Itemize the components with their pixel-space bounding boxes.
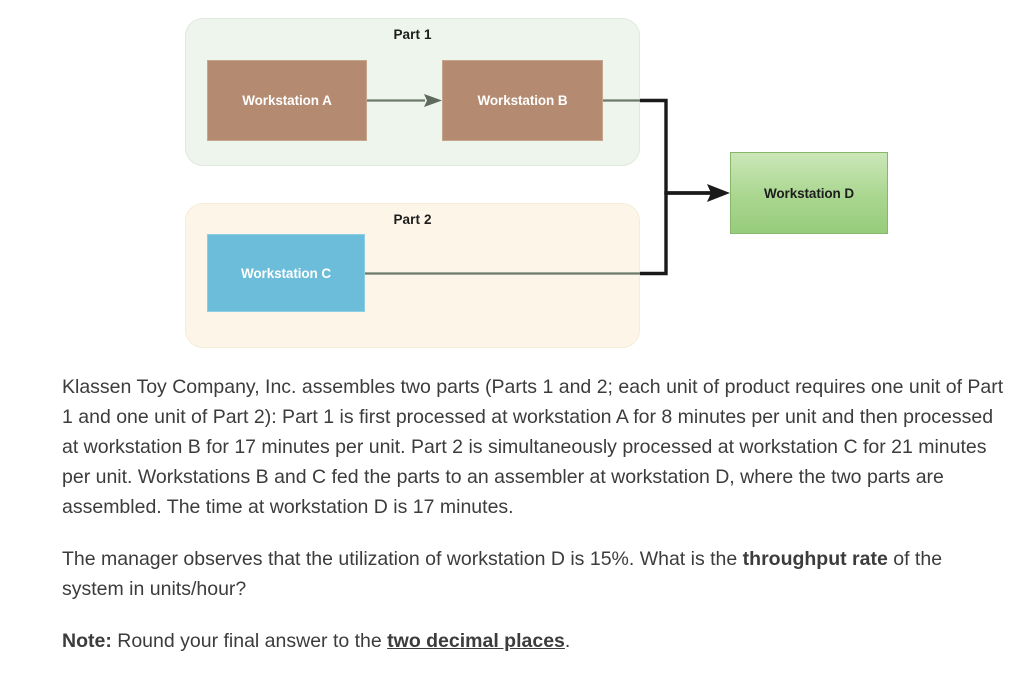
note-label: Note: [62, 630, 112, 652]
process-flow-diagram: Part 1 Part 2 Workstation A Workstation … [185, 18, 888, 348]
group-part-2-title: Part 2 [393, 212, 432, 227]
problem-note: Note: Round your final answer to the two… [62, 626, 1007, 656]
workstation-a-label: Workstation A [242, 93, 332, 108]
problem-statement: Klassen Toy Company, Inc. assembles two … [62, 372, 1007, 656]
workstation-b-node[interactable]: Workstation B [442, 60, 603, 141]
note-text-after: . [564, 630, 571, 652]
two-decimal-places-emphasis: two decimal places [387, 630, 565, 652]
arrowhead-into-d [707, 184, 730, 202]
problem-paragraph-1: Klassen Toy Company, Inc. assembles two … [62, 376, 1004, 518]
workstation-c-node[interactable]: Workstation C [207, 234, 365, 312]
workstation-c-label: Workstation C [241, 265, 331, 281]
problem-paragraph-2: The manager observes that the utilizatio… [62, 544, 1007, 604]
workstation-b-label: Workstation B [477, 93, 568, 108]
throughput-rate-emphasis: throughput rate [742, 548, 888, 570]
connector-b-to-d [640, 98, 718, 195]
group-part-1-title: Part 1 [393, 27, 432, 42]
workstation-d-label: Workstation D [764, 185, 854, 201]
workstation-d-node[interactable]: Workstation D [730, 152, 888, 234]
question-text-tail: of the system in units/hour? [62, 548, 943, 600]
note-text-before: Round your final answer to the [111, 630, 388, 652]
workstation-a-node[interactable]: Workstation A [207, 60, 367, 141]
connector-c-to-d [640, 191, 718, 276]
question-text-lead: The manager observes that the utilizatio… [62, 548, 743, 570]
